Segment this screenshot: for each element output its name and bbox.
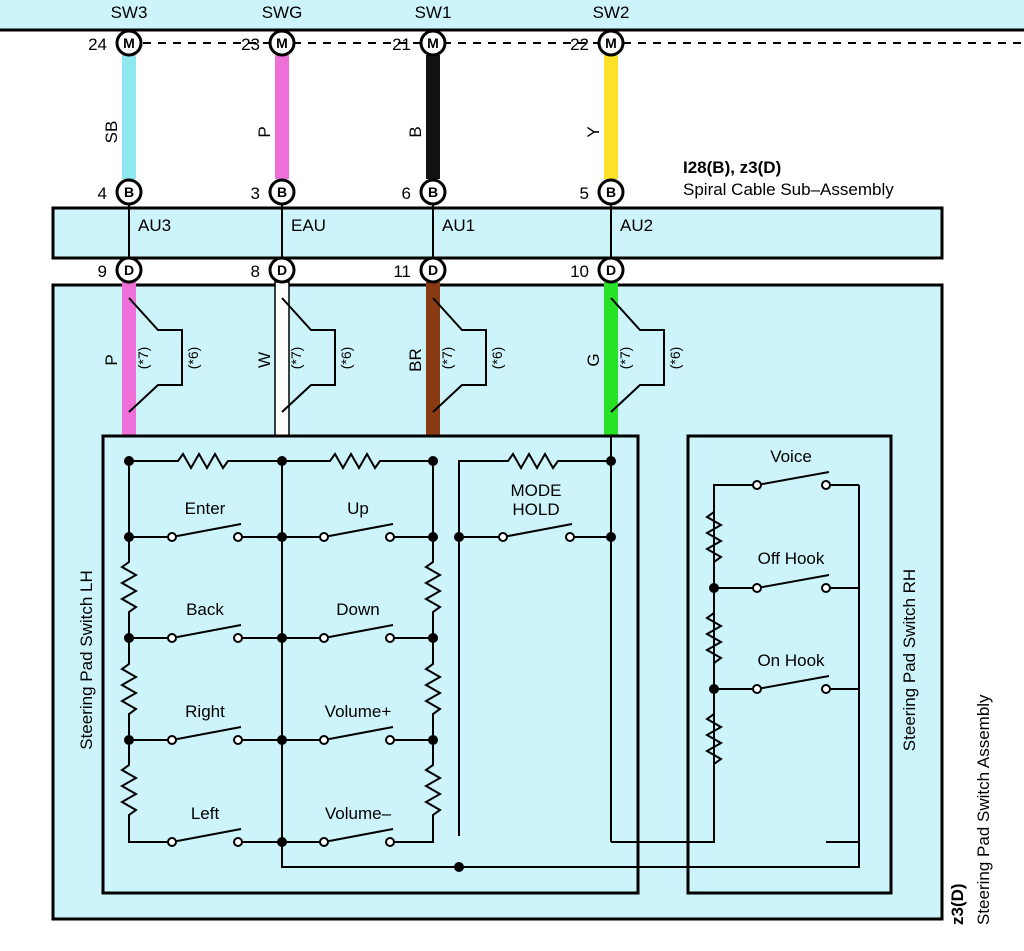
circuit-label: AU2	[620, 216, 653, 235]
switch-label: HOLD	[512, 500, 559, 519]
switch-rh-box	[686, 434, 893, 895]
connector-letter: M	[427, 35, 439, 51]
wire-lower	[274, 281, 290, 437]
switch-label: Voice	[770, 447, 812, 466]
wire-color-label: P	[102, 354, 121, 365]
circuit-label: AU3	[138, 216, 171, 235]
wire-upper	[604, 55, 618, 179]
connector-M	[115, 29, 625, 57]
variant-note: (*7)	[288, 347, 304, 370]
switch-label: Back	[186, 600, 224, 619]
pin-number: 24	[88, 35, 107, 54]
rh-switch-title: Steering Pad Switch RH	[900, 569, 919, 751]
connector-letter: M	[123, 35, 135, 51]
wire-upper	[275, 55, 289, 179]
wire-lower	[426, 282, 440, 436]
pin-number: 9	[98, 262, 107, 281]
spiral-cable-box	[51, 206, 944, 260]
spiral-connector-id: I28(B), z3(D)	[683, 158, 781, 177]
spiral-cable-name: Spiral Cable Sub–Assembly	[683, 180, 894, 199]
pin-number: 5	[580, 184, 589, 203]
pin-number: 3	[251, 184, 260, 203]
pin-number: 22	[570, 35, 589, 54]
signal-label: SW1	[415, 3, 452, 22]
wire-lower	[122, 282, 136, 436]
connector-letter: M	[276, 35, 288, 51]
variant-brackets	[128, 297, 665, 413]
spiral-cable-traces	[128, 205, 612, 258]
pin-number: 10	[570, 262, 589, 281]
connector-letter: D	[428, 262, 438, 278]
switch-lh-box	[101, 434, 640, 895]
wire-upper	[122, 55, 136, 179]
switch-label: Right	[185, 702, 225, 721]
top-banner	[0, 0, 1024, 30]
connector-letter: D	[277, 262, 287, 278]
signal-label: SWG	[262, 3, 303, 22]
connector-letter: B	[124, 184, 134, 200]
pin-number: 4	[98, 184, 107, 203]
connector-letter: B	[428, 184, 438, 200]
wire-lower	[604, 282, 618, 436]
switch-label: On Hook	[757, 651, 825, 670]
switch-label: Left	[191, 804, 220, 823]
wire-color-label: B	[406, 126, 425, 137]
upper-wires	[122, 55, 618, 179]
junction-dots	[124, 456, 719, 872]
lh-circuit	[119, 436, 860, 868]
switch-label: Volume–	[325, 804, 392, 823]
connector-letter: B	[277, 184, 287, 200]
variant-note: (*6)	[185, 347, 201, 370]
assembly-title: Steering Pad Switch Assembly	[974, 694, 993, 925]
signal-label: SW3	[111, 3, 148, 22]
connector-D	[115, 256, 625, 284]
switch-label: Off Hook	[758, 549, 825, 568]
switch-contacts	[167, 480, 831, 847]
pin-number: 23	[241, 35, 260, 54]
pin-number: 6	[402, 184, 411, 203]
assembly-id: z3(D)	[948, 883, 967, 925]
lh-switch-title: Steering Pad Switch LH	[77, 570, 96, 750]
connector-letter: D	[124, 262, 134, 278]
connector-B	[115, 178, 625, 206]
connector-letter: D	[606, 262, 616, 278]
switch-label: Enter	[185, 499, 226, 518]
assembly-box	[51, 283, 944, 921]
variant-note: (*7)	[617, 347, 633, 370]
connector-letter: B	[606, 184, 616, 200]
wire-color-label: G	[584, 353, 603, 366]
connector-letter: M	[605, 35, 617, 51]
wire-color-label: W	[255, 352, 274, 368]
pin-number: 21	[392, 35, 411, 54]
wire-color-label: P	[255, 126, 274, 137]
wire-color-label: Y	[584, 126, 603, 137]
variant-note: (*7)	[439, 347, 455, 370]
variant-note: (*6)	[338, 347, 354, 370]
rh-circuit	[704, 471, 860, 842]
variant-note: (*6)	[489, 347, 505, 370]
switch-label: Up	[347, 499, 369, 518]
wire-color-label: SB	[102, 121, 121, 144]
switch-label: MODE	[511, 481, 562, 500]
signal-label: SW2	[593, 3, 630, 22]
variant-note: (*7)	[135, 347, 151, 370]
pin-number: 11	[393, 262, 411, 281]
circuit-label: EAU	[291, 216, 326, 235]
switch-label: Volume+	[325, 702, 392, 721]
variant-note: (*6)	[667, 347, 683, 370]
pin-number: 8	[251, 262, 260, 281]
wire-color-label: BR	[406, 348, 425, 372]
circuit-label: AU1	[442, 216, 475, 235]
switch-label: Down	[336, 600, 379, 619]
wire-upper	[426, 55, 440, 179]
